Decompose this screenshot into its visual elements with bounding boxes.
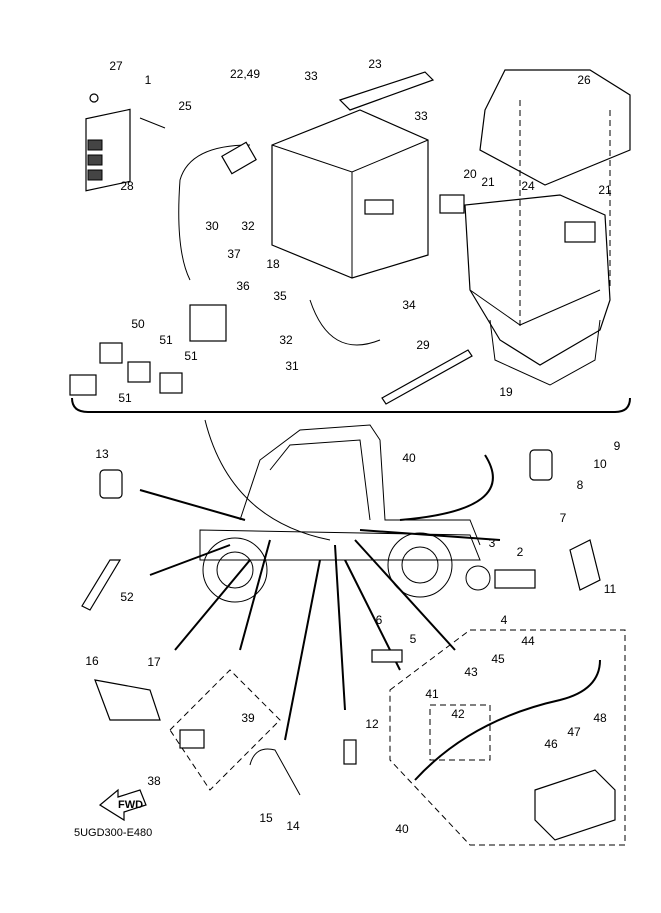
callout: 52 [120, 590, 134, 604]
starter-relay-part [189, 304, 227, 342]
callout: 24 [521, 179, 535, 193]
callout: 34 [402, 298, 416, 312]
callout: 50 [131, 317, 145, 331]
callout: 42 [451, 707, 465, 721]
sensor-12-part [343, 739, 357, 765]
callout: 28 [120, 179, 134, 193]
dashed-group-38 [169, 669, 281, 791]
callout: 21 [598, 183, 612, 197]
battery-box-part [439, 69, 631, 386]
callout: 45 [491, 652, 505, 666]
battery-part [271, 109, 429, 279]
fuse-box-part [534, 769, 616, 841]
sensor-2-part [494, 569, 536, 589]
leader-lines [139, 454, 501, 741]
sensor-5-part [371, 649, 403, 663]
callout: 19 [499, 385, 513, 399]
hose-part [249, 748, 301, 796]
dashed-group-40 [389, 629, 626, 846]
callouts: 27 1 25 22,49 33 23 26 33 28 30 32 18 20… [85, 57, 620, 836]
ignition-coil-part [529, 449, 553, 481]
callout: 13 [95, 447, 109, 461]
callout: 26 [577, 73, 591, 87]
dashed-group-41 [429, 704, 491, 761]
negative-cable-part [309, 299, 381, 346]
callout: 29 [416, 338, 430, 352]
callout: 44 [521, 634, 535, 648]
callout: 12 [365, 717, 379, 731]
o-ring-part [465, 565, 491, 591]
callout: 39 [241, 711, 255, 725]
callout: 8 [577, 478, 584, 492]
fuse-parts [69, 342, 183, 396]
callout: 21 [481, 175, 495, 189]
ecu-part [85, 108, 131, 192]
sensor-13-part [99, 469, 123, 499]
battery-cable-part [178, 144, 251, 281]
callout: 14 [286, 819, 300, 833]
callout: 18 [266, 257, 280, 271]
callout: 31 [285, 359, 299, 373]
callout: 40 [395, 822, 409, 836]
callout: 4 [501, 613, 508, 627]
cable-tie-part [381, 349, 473, 405]
wire-harness-part [414, 659, 601, 781]
fwd-label: FWD [118, 799, 143, 811]
callout: 36 [236, 279, 250, 293]
callout: 48 [593, 711, 607, 725]
callout: 20 [463, 167, 477, 181]
callout: 25 [178, 99, 192, 113]
callout: 33 [304, 69, 318, 83]
callout: 32 [241, 219, 255, 233]
terminal-cover-part [221, 141, 257, 175]
callout: 38 [147, 774, 161, 788]
callout: 11 [604, 582, 617, 596]
bolt-part [139, 117, 166, 129]
callout: 51 [184, 349, 198, 363]
callout: 43 [464, 665, 478, 679]
nut-part [89, 93, 99, 103]
callout: 17 [147, 655, 161, 669]
callout: 6 [376, 613, 383, 627]
spark-plug-cap-part [569, 539, 601, 591]
section-divider [71, 397, 631, 413]
callout: 30 [205, 219, 219, 233]
callout: 37 [227, 247, 241, 261]
diagram-code: 5UGD300-E480 [74, 827, 152, 839]
callout: 7 [560, 511, 567, 525]
switch-part [179, 729, 205, 749]
callout: 46 [544, 737, 558, 751]
callout: 2 [517, 545, 524, 559]
fwd-arrow-icon: FWD [98, 788, 147, 822]
callout: 23 [368, 57, 382, 71]
callout: 16 [85, 654, 99, 668]
callout: 15 [259, 811, 273, 825]
callout: 33 [414, 109, 428, 123]
callout: 35 [273, 289, 287, 303]
callout: 22,49 [230, 67, 260, 81]
battery-band-part [338, 71, 435, 111]
callout: 47 [567, 725, 581, 739]
callout: 41 [425, 687, 439, 701]
callout: 5 [410, 632, 417, 646]
sensor-52-part [81, 559, 122, 611]
vehicle-outline [199, 419, 481, 603]
callout: 40 [402, 451, 416, 465]
callout: 27 [109, 59, 123, 73]
callout: 9 [614, 439, 621, 453]
callout: 51 [159, 333, 173, 347]
rectifier-part [94, 679, 161, 721]
callout: 10 [593, 457, 607, 471]
callout: 51 [118, 391, 132, 405]
callout: 3 [489, 536, 496, 550]
callout: 32 [279, 333, 293, 347]
callout: 1 [145, 73, 152, 87]
